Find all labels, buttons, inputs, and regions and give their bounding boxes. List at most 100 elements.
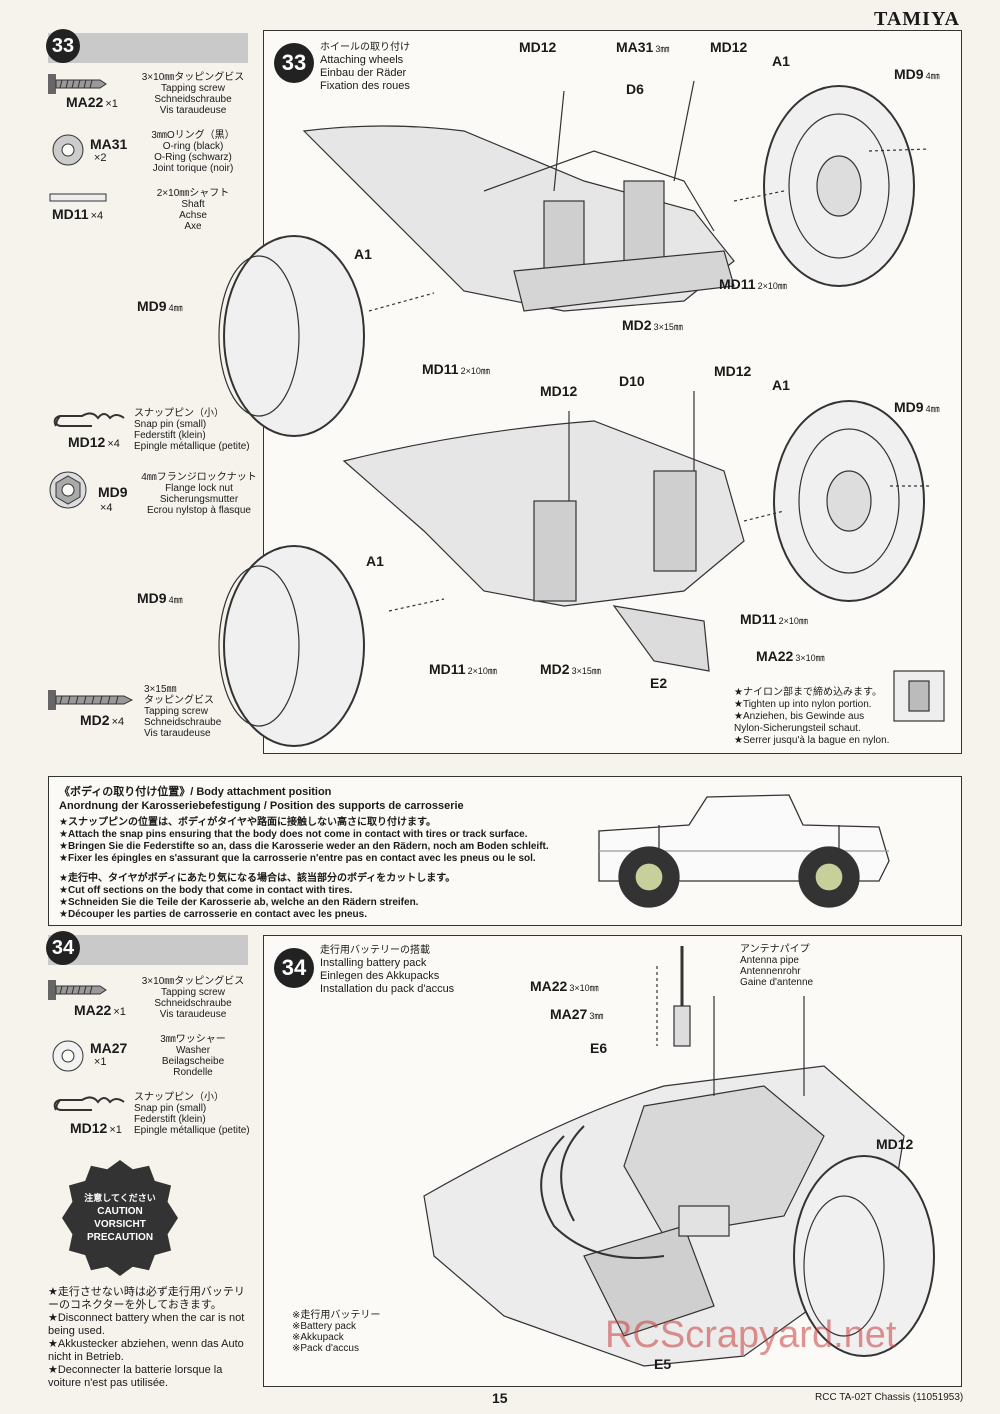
part-desc-en: Washer	[175, 1045, 211, 1056]
part-code: MA31	[90, 136, 128, 152]
note-line: ★Attach the snap pins ensuring that the …	[59, 829, 528, 840]
screw-icon	[48, 690, 134, 710]
part-md12: MD12×1 スナップピン（小） Snap pin (small) Feders…	[48, 1092, 258, 1144]
label-antenna-pipe: アンテナパイプ Antenna pipe Antennenrohr Gaine …	[740, 944, 813, 988]
part-desc-de: Schneidschraube	[144, 717, 222, 728]
part-desc-en: Snap pin (small)	[134, 419, 207, 430]
label-battery-pack: ※走行用バッテリー ※Battery pack ※Akkupack ※Pack …	[292, 1310, 380, 1354]
part-desc-size: 3×15㎜	[144, 684, 177, 695]
label-md12: MD12	[714, 363, 752, 379]
shaft-icon	[49, 193, 107, 202]
caution-text: ★走行させない時は必ず走行用バッテリーのコネクターを外しておきます。 ★Disc…	[48, 1286, 253, 1390]
part-qty: ×4	[111, 716, 125, 728]
note-line: ★ナイロン部まで締め込みます。	[734, 687, 882, 698]
title-line: 《ボディの取り付け位置》/ Body attachment position	[59, 786, 332, 798]
part-desc-jp: スナップピン（小）	[134, 408, 224, 419]
part-desc-de: Federstift (klein)	[134, 430, 206, 441]
battery-de: ※Akkupack	[292, 1332, 344, 1343]
note-line: ★Serrer jusqu'à la bague en nylon.	[734, 735, 890, 746]
brand-logo: TAMIYA	[873, 8, 960, 30]
note-line: ★Cut off sections on the body that come …	[59, 885, 353, 896]
screw-icon	[48, 980, 107, 1000]
snap-pin-icon	[53, 412, 125, 427]
caution-line: ★Deconnecter la batterie lorsque la voit…	[48, 1364, 223, 1389]
step-34-panel-number: 34	[274, 948, 314, 988]
antenna-de: Antennenrohr	[740, 966, 801, 977]
part-desc-en: Snap pin (small)	[134, 1103, 207, 1114]
title-en: Attaching wheels	[320, 54, 404, 66]
note-line: ★走行中、タイヤがボディにあたり気になる場合は、該当部分のボディをカットします。	[59, 873, 456, 884]
part-desc-jp: 4㎜フランジロックナット	[141, 472, 257, 483]
model-code: RCC TA-02T Chassis (11051953)	[815, 1392, 964, 1403]
part-desc-fr: Vis taraudeuse	[159, 105, 227, 116]
step-33-panel-number: 33	[274, 43, 314, 83]
part-desc-de: Schneidschraube	[154, 998, 232, 1009]
part-qty: ×1	[109, 1124, 122, 1136]
label-md12: MD12	[710, 39, 748, 55]
step-33-title: ホイールの取り付け Attaching wheels Einbau der Rä…	[320, 41, 410, 93]
title-jp: 走行用バッテリーの搭載	[320, 945, 430, 956]
part-desc-jp: 3㎜ワッシャー	[160, 1034, 226, 1045]
caution-en: CAUTION	[97, 1206, 143, 1217]
part-desc-de: Schneidschraube	[154, 94, 232, 105]
note-line: ★Bringen Sie die Federstifte so an, dass…	[59, 841, 549, 852]
label-a1: A1	[772, 53, 790, 69]
part-desc-jp: タッピングビス	[144, 695, 214, 706]
part-code: MD2	[80, 712, 110, 728]
part-code: MA22	[74, 1002, 112, 1018]
step-33-panel: 33 ホイールの取り付け Attaching wheels Einbau der…	[218, 30, 962, 754]
caution-jp: 注意してください	[84, 1193, 156, 1203]
step-34-header: 34	[46, 931, 248, 965]
part-code: MD11	[52, 206, 89, 222]
part-desc-fr: Axe	[184, 221, 202, 232]
page-number: 15	[492, 1390, 508, 1406]
part-code: MD9	[98, 484, 128, 500]
title-fr: Installation du pack d'accus	[320, 983, 455, 995]
note-line: ★Anziehen, bis Gewinde aus	[734, 711, 865, 722]
note-line: ★Schneiden Sie die Teile der Karosserie …	[59, 897, 419, 908]
caution-line: ★走行させない時は必ず走行用バッテリーのコネクターを外しておきます。	[48, 1286, 245, 1311]
part-qty: ×4	[100, 502, 113, 514]
part-code: MD12	[70, 1120, 108, 1136]
part-ma22: MA22×1 3×10㎜タッピングビス Tapping screw Schnei…	[48, 976, 258, 1026]
label-md12: MD12	[540, 383, 578, 399]
antenna-en: Antenna pipe	[740, 955, 799, 966]
truck-body-diagram	[598, 794, 890, 908]
part-qty: ×4	[90, 210, 104, 222]
title-de: Einbau der Räder	[320, 67, 407, 79]
label-e6: E6	[590, 1040, 608, 1056]
caution-de: VORSICHT	[94, 1219, 146, 1230]
step-34-illustration	[423, 946, 935, 1367]
step-34-number: 34	[46, 931, 80, 965]
part-md11: MD11×4 2×10㎜シャフト Shaft Achse Axe	[48, 188, 258, 236]
body-position-notes-b: ★走行中、タイヤがボディにあたり気になる場合は、該当部分のボディをカットします。…	[59, 873, 599, 921]
step-33-header: 33	[46, 29, 248, 63]
part-desc-de: Beilagscheibe	[161, 1056, 225, 1067]
part-desc-fr: Epingle métallique (petite)	[134, 441, 250, 452]
part-code: MA27	[90, 1040, 128, 1056]
note-line: Nylon-Sicherungsteil schaut.	[734, 723, 861, 734]
antenna-jp: アンテナパイプ	[740, 944, 810, 955]
note-line: ★Tighten up into nylon portion.	[734, 699, 872, 710]
part-desc-en: Tapping screw	[161, 83, 225, 94]
part-desc-fr: Vis taraudeuse	[159, 1009, 227, 1020]
title-fr: Fixation des roues	[320, 80, 410, 92]
part-ma27: MA27 ×1 3㎜ワッシャー Washer Beilagscheibe Ron…	[48, 1034, 258, 1084]
label-md12: MD12	[519, 39, 557, 55]
note-line: ★Découper les parties de carrosserie en …	[59, 909, 367, 920]
washer-icon	[52, 1040, 84, 1072]
part-qty: ×2	[94, 152, 107, 164]
caution-line: ★Akkustecker abziehen, wenn das Auto nic…	[48, 1338, 244, 1363]
part-desc-fr: Epingle métallique (petite)	[134, 1125, 250, 1136]
